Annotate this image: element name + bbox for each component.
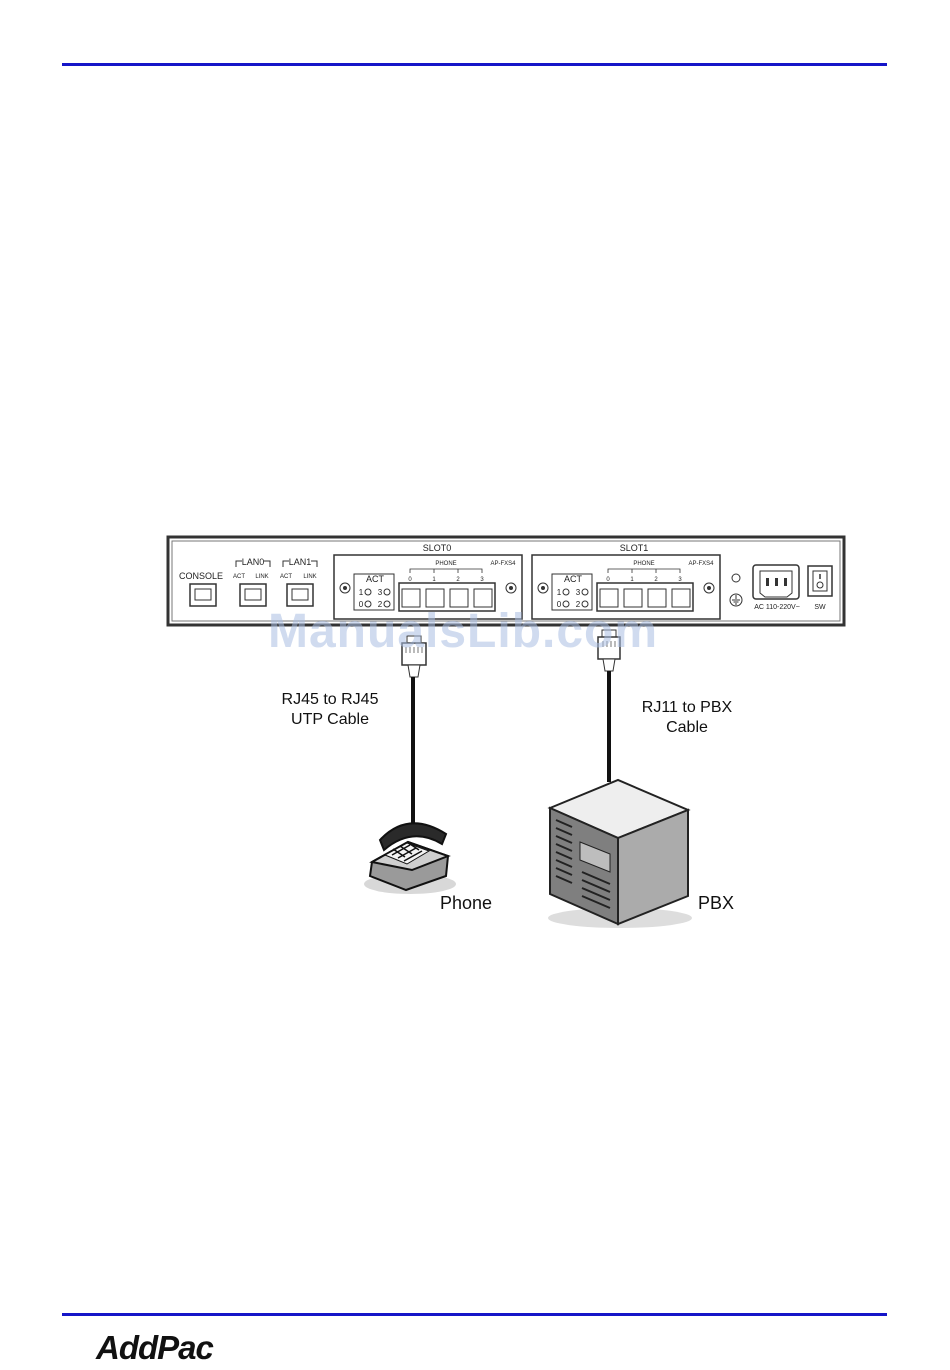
lan0-label: LAN0 bbox=[242, 557, 265, 567]
lan1-link-label: LINK bbox=[303, 574, 316, 580]
rj45-cable-label-line2: UTP Cable bbox=[262, 710, 398, 730]
ac-inlet bbox=[753, 565, 799, 599]
slot1-led-1: 1 bbox=[557, 588, 562, 597]
slot1-module-name: AP-FXS4 bbox=[688, 561, 714, 567]
rj11-cable-label-line2: Cable bbox=[622, 718, 752, 738]
lan0-link-label: LINK bbox=[255, 574, 268, 580]
slot1-led-3: 3 bbox=[576, 588, 581, 597]
rj45-cable-label: RJ45 to RJ45 UTP Cable bbox=[262, 690, 398, 730]
lan0-act-label: ACT bbox=[233, 574, 245, 580]
console-port bbox=[190, 584, 216, 606]
phone-label: Phone bbox=[426, 893, 506, 913]
rj11-cable-label-line1: RJ11 to PBX bbox=[622, 698, 752, 718]
ac-voltage-label: AC 110-220V~ bbox=[754, 604, 800, 611]
lan0-port bbox=[240, 584, 266, 606]
lan1-act-label: ACT bbox=[280, 574, 292, 580]
pbx-cabinet-icon bbox=[548, 780, 692, 928]
pbx-label: PBX bbox=[686, 893, 746, 913]
rj45-cable-label-line1: RJ45 to RJ45 bbox=[262, 690, 398, 710]
switch-label: SW bbox=[814, 604, 826, 611]
watermark: ManualsLib.com bbox=[268, 604, 658, 659]
power-switch bbox=[808, 566, 832, 596]
slot1-label: SLOT1 bbox=[620, 543, 649, 553]
slot0-act-label: ACT bbox=[366, 574, 385, 584]
slot1-act-label: ACT bbox=[564, 574, 583, 584]
slot0-led-3: 3 bbox=[378, 588, 383, 597]
lan1-label: LAN1 bbox=[289, 557, 312, 567]
slot0-led-1: 1 bbox=[359, 588, 364, 597]
rj11-cable-label: RJ11 to PBX Cable bbox=[622, 698, 752, 738]
slot0-module-name: AP-FXS4 bbox=[490, 561, 516, 567]
slot1-phone-label: PHONE bbox=[633, 561, 654, 567]
lan1-port bbox=[287, 584, 313, 606]
console-label: CONSOLE bbox=[179, 571, 223, 581]
slot0-label: SLOT0 bbox=[423, 543, 452, 553]
addpac-logo: AddPac bbox=[96, 1329, 213, 1367]
footer-rule bbox=[62, 1313, 887, 1316]
telephone-icon bbox=[364, 823, 456, 894]
slot0-phone-label: PHONE bbox=[435, 561, 456, 567]
